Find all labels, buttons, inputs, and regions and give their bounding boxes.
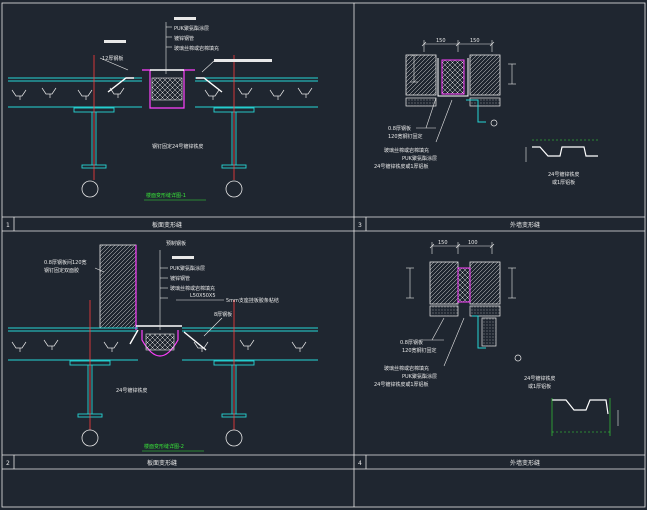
detail-3-dim-left: 150: [436, 38, 446, 44]
detail-4-dimension-lines: [406, 242, 516, 299]
detail-1-slab-left: [8, 77, 142, 108]
detail-1-caption: 楼面变形缝详图-1: [146, 192, 186, 199]
detail-4-flashing-profile: [551, 398, 619, 436]
detail-1-label-fill: 玻璃丝棉或岩棉填充: [174, 45, 219, 52]
detail-4-anchor-bubble: [514, 354, 522, 362]
detail-4-label-nail: 120宽钢钉固定: [402, 347, 437, 354]
detail-2-label-precast: 预制钢板: [166, 240, 186, 247]
detail-4-dim-right: 100: [468, 240, 478, 246]
detail-4-label-steel: 0.8厚钢板: [400, 339, 423, 346]
frame-1-title: 板面变形缝: [152, 221, 182, 229]
detail-4-metal-plate: [472, 315, 486, 349]
detail-1-tag-left: [104, 40, 126, 43]
detail-3-label-nail: 120宽钢钉固定: [388, 133, 423, 140]
detail-2-slab-left: [8, 327, 138, 361]
detail-2-steel-beams: [69, 360, 255, 418]
detail-2-floor-joint: 0.8厚钢板间120宽 钢钉固定双面胶 预制钢板 PUK聚氨酯涂层 镀锌钢管 玻…: [8, 240, 318, 452]
detail-2-joint-cover: [129, 325, 207, 357]
detail-2-label-steel: 8厚钢板: [214, 311, 232, 318]
detail-3-metal-plate: [466, 99, 486, 123]
detail-4-insulation: [429, 305, 501, 347]
detail-1-joint-cover: [107, 69, 223, 109]
detail-3-dim-right: 150: [470, 38, 480, 44]
detail-3-label-steel: 0.8厚钢板: [388, 125, 411, 132]
detail-2-tag-top: [172, 256, 194, 259]
detail-3-wall-joint: 150 150 0.8厚钢板 120宽钢钉固定 玻璃丝棉或岩棉填充 PUK聚氨酯…: [374, 38, 598, 186]
detail-3-insulation: [405, 97, 501, 107]
detail-2-label-pipe: 镀锌钢管: [170, 275, 190, 282]
detail-2-label-tape: 钢钉固定双面胶: [44, 267, 79, 274]
detail-2-caption: 楼面变形缝详图-2: [144, 443, 184, 450]
detail-4-label-sheet: 24号镀锌铁皮或1厚铝板: [374, 381, 429, 388]
detail-3-leaders: [416, 97, 453, 143]
detail-1-label-coating: PUK聚氨酯涂层: [174, 25, 209, 32]
detail-2-axis-lines: [89, 300, 235, 430]
detail-2-label-fill: 玻璃丝棉或岩棉填充: [170, 285, 215, 292]
detail-4-label-fill: 玻璃丝棉或岩棉填充: [384, 365, 429, 372]
frame-1-number: 1: [6, 222, 10, 229]
detail-2-label-plate: 0.8厚钢板间120宽: [44, 259, 87, 266]
detail-3-label-coating: PUK聚氨酯涂层: [402, 155, 437, 162]
detail-3-label-sheet: 24号镀锌铁皮或1厚铝板: [374, 163, 429, 170]
detail-1-tag-top: [174, 17, 196, 20]
detail-4-wall-left: [429, 261, 459, 305]
detail-2-label-sheet: 24号镀锌铁皮: [116, 387, 147, 394]
detail-4-dim-left: 150: [438, 240, 448, 246]
detail-2-leaders: [94, 250, 224, 337]
detail-1-label-sheet: 钢钉固定24号镀锌铁皮: [152, 143, 203, 150]
detail-2-label-angle: L50X50X5: [190, 293, 216, 299]
detail-1-label-plate: 12厚钢板: [102, 55, 123, 62]
detail-1-axis-bubble-left: [81, 180, 99, 198]
detail-1-leaders: [99, 22, 215, 74]
detail-3-anchor-bubble: [490, 119, 498, 127]
frame-3-number: 3: [358, 222, 362, 229]
detail-4-wall-right: [469, 261, 501, 305]
detail-1-axis-bubble-right: [225, 180, 243, 198]
detail-2-slab-right: [182, 327, 318, 361]
detail-3-wall-right: [469, 54, 501, 96]
detail-4-profile-label-2: 或1厚铝板: [528, 383, 551, 390]
detail-1-label-pipe: 镀锌钢管: [174, 35, 194, 42]
detail-4-leaders: [420, 317, 465, 367]
detail-3-wall-left: [405, 54, 437, 96]
detail-4-label-coating: PUK聚氨酯涂层: [402, 373, 437, 380]
detail-3-fill: [441, 59, 465, 95]
detail-2-wall: [99, 244, 137, 329]
detail-2-label-coating: PUK聚氨酯涂层: [170, 265, 205, 272]
frame-4-title: 外墙变形缝: [510, 459, 540, 467]
detail-2-axis-bubble-left: [81, 429, 99, 447]
detail-4-fill: [457, 267, 471, 303]
detail-4-profile-label-1: 24号镀锌铁皮: [524, 375, 555, 382]
frame-3-title: 外墙变形缝: [510, 221, 540, 229]
detail-1-axis-lines: [93, 55, 235, 180]
detail-1-slab-right: [195, 77, 318, 108]
detail-1-tag-right: [214, 59, 272, 62]
detail-4-wall-joint: 150 100 0.8厚钢板 120宽钢钉固定 玻璃丝棉或岩棉填充 PUK聚氨酯…: [374, 240, 619, 436]
detail-1-steel-beams: [73, 107, 255, 169]
frame-2-number: 2: [6, 460, 10, 467]
detail-1-floor-joint: PUK聚氨酯涂层 镀锌钢管 玻璃丝棉或岩棉填充 12厚钢板 钢钉固定24号镀锌铁…: [8, 17, 318, 201]
frame-4-number: 4: [358, 460, 362, 467]
detail-3-flashing-profile: [525, 139, 598, 162]
detail-3-flashing: [437, 58, 469, 97]
detail-2-axis-bubble-right: [225, 429, 243, 447]
frame-2-title: 板面变形缝: [147, 459, 177, 467]
detail-3-label-fill: 玻璃丝棉或岩棉填充: [384, 147, 429, 154]
detail-2-label-strip: 5mm支座挂板胶条粘结: [226, 297, 279, 304]
detail-3-profile-label-1: 24号镀锌铁皮: [548, 171, 579, 178]
detail-3-profile-label-2: 或1厚铝板: [552, 179, 575, 186]
